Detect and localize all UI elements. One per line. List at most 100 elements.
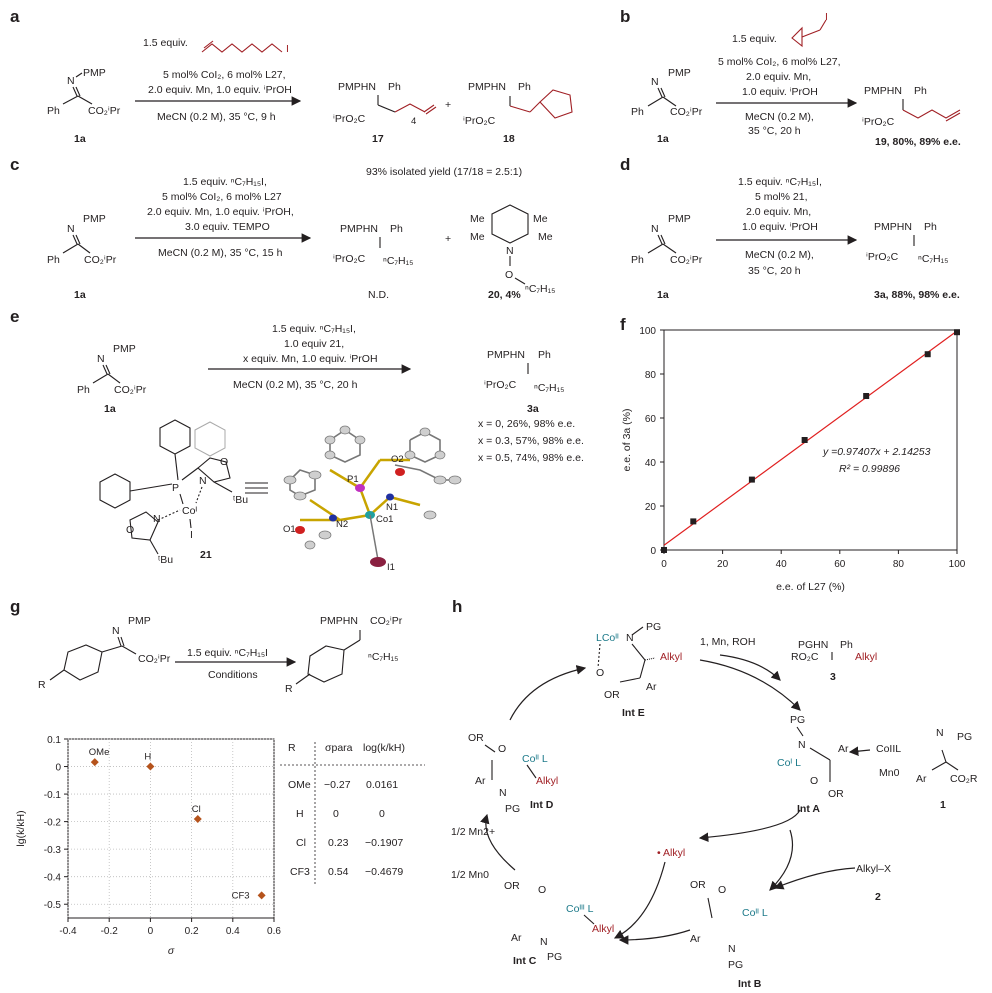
product-18: PMPHN Ph ⁱPrO₂C 18: [463, 81, 573, 145]
svg-text:ᵗBu: ᵗBu: [233, 494, 248, 506]
chart-g-xtick-label: -0.4: [59, 926, 77, 937]
chart-g-point-label: Cl: [192, 804, 201, 815]
chart-f-xtick-label: 40: [776, 559, 788, 570]
svg-text:CO₂ⁱPr: CO₂ⁱPr: [88, 105, 121, 117]
chart-f-ytick-label: 100: [639, 326, 656, 337]
svg-text:PMP: PMP: [668, 213, 691, 225]
svg-text:CO₂ⁱPr: CO₂ⁱPr: [84, 254, 117, 266]
hammett-table: R σpara log(k/kH) OMe −0.27 0.0161 H 0 0…: [280, 742, 425, 884]
chart-f-xlabel: e.e. of L27 (%): [776, 581, 845, 593]
svg-text:Ph: Ph: [631, 106, 644, 118]
chart-g-ytick-label: -0.4: [44, 873, 62, 884]
svg-text:Ar: Ar: [646, 681, 657, 693]
chart-f-ytick-label: 40: [645, 458, 657, 469]
svg-text:Ph: Ph: [538, 349, 551, 361]
chart-g-point: [193, 815, 202, 824]
panel-h: h LCoᴵᴵ N PG Alkyl Ar OR O Int E OR O Co…: [451, 597, 978, 990]
conditions-g: Conditions: [208, 669, 258, 681]
xray-label-n2: N2: [336, 519, 348, 530]
chart-f-point: [690, 518, 697, 525]
label-num3: 3: [830, 671, 836, 683]
svg-text:ⁱPrO₂C: ⁱPrO₂C: [333, 113, 366, 125]
svg-text:N: N: [626, 632, 634, 644]
chart-g-point: [90, 758, 99, 767]
result-e-2: x = 0.5, 74%, 98% e.e.: [478, 452, 584, 464]
int-d: OR O Coᴵᴵ L Alkyl Ar N PG Int D: [468, 732, 558, 815]
chart-g-ytick-label: 0.1: [47, 735, 61, 746]
product-20: N Me Me Me Me O ⁿC₇H₁₅ 20, 4%: [470, 204, 555, 301]
svg-text:Ph: Ph: [914, 85, 927, 97]
chart-f-xtick-label: 80: [893, 559, 905, 570]
result-e-0: x = 0, 26%, 98% e.e.: [478, 418, 575, 430]
svg-text:OR: OR: [504, 880, 520, 892]
chart-f-frame: [663, 329, 958, 551]
panel-label-d: d: [620, 155, 630, 174]
label-int-b: Int B: [738, 978, 762, 990]
chart-g-xtick-label: 0.2: [185, 926, 199, 937]
label-18: 18: [503, 133, 515, 145]
svg-text:CO₂ⁱPr: CO₂ⁱPr: [670, 254, 703, 266]
panel-g: g PMP N CO₂ⁱPr R 1.5 equiv. ⁿC₇H₁₅I Cond…: [10, 597, 425, 957]
label-int-e: Int E: [622, 707, 645, 719]
svg-text:PMP: PMP: [113, 343, 136, 355]
svg-text:Ar: Ar: [475, 775, 486, 787]
label-1a-c: 1a: [74, 289, 86, 301]
panel-label-e: e: [10, 307, 19, 326]
svg-text:PMP: PMP: [83, 213, 106, 225]
svg-text:PMPHN: PMPHN: [338, 81, 376, 93]
conditions-d-0: 1.5 equiv. ⁿC₇H₁₅I,: [738, 176, 822, 188]
reactant-1a-c: PMP N Ph CO₂ⁱPr 1a: [47, 213, 117, 301]
svg-text:OR: OR: [828, 788, 844, 800]
conditions-b-4: MeCN (0.2 M),: [745, 111, 814, 123]
chart-g-point-label: OMe: [89, 747, 110, 758]
label-21: 21: [200, 549, 212, 561]
conditions-e-0: 1.5 equiv. ⁿC₇H₁₅I,: [272, 323, 356, 335]
chart-f-xtick-label: 20: [717, 559, 729, 570]
svg-text:PG: PG: [505, 803, 520, 815]
svg-text:ᵗBu: ᵗBu: [158, 554, 173, 566]
panel-label-f: f: [620, 315, 626, 334]
reactant-1a-d: PMP N Ph CO₂ⁱPr 1a: [631, 213, 703, 301]
chart-f-point: [924, 351, 931, 358]
svg-text:Coᴵᴵ L: Coᴵᴵ L: [522, 753, 548, 765]
product-g: PMPHN CO₂ⁱPr ⁿC₇H₁₅ R: [285, 615, 403, 695]
xray-label-n1: N1: [386, 502, 398, 513]
table-s-1: 0: [333, 808, 339, 820]
svg-text:Ar: Ar: [511, 932, 522, 944]
product-c: PMPHN Ph ⁱPrO₂C ⁿC₇H₁₅ N.D.: [333, 223, 413, 301]
svg-text:PG: PG: [790, 714, 805, 726]
svg-text:ⁿC₇H₁₅: ⁿC₇H₁₅: [368, 651, 398, 663]
svg-text:Alkyl: Alkyl: [660, 651, 682, 663]
product-3: PGHN Ph RO₂C Alkyl 3: [791, 639, 877, 683]
reactant-1a-a: PMP N Ph CO₂ⁱPr 1a: [47, 67, 121, 145]
svg-text:Alkyl: Alkyl: [592, 923, 614, 935]
panel-label-c: c: [10, 155, 19, 174]
svg-text:Coᴵ L: Coᴵ L: [777, 757, 801, 769]
svg-text:PMPHN: PMPHN: [874, 221, 912, 233]
svg-text:PMP: PMP: [83, 67, 106, 79]
label-1a-d: 1a: [657, 289, 669, 301]
conditions-c-1: 5 mol% CoI₂, 6 mol% L27: [162, 191, 282, 203]
label-1a: 1a: [74, 133, 86, 145]
chart-f-point: [863, 393, 870, 399]
svg-text:ⁿC₇H₁₅: ⁿC₇H₁₅: [383, 255, 413, 267]
svg-text:N: N: [112, 625, 120, 637]
chart-g-xtick-label: -0.2: [101, 926, 119, 937]
conditions-e-1: 1.0 equiv 21,: [284, 338, 344, 350]
table-r-1: H: [296, 808, 304, 820]
chart-g-point: [146, 762, 155, 771]
svg-text:N: N: [936, 727, 944, 739]
conditions-c-2: 2.0 equiv. Mn, 1.0 equiv. ⁱPrOH,: [147, 206, 294, 218]
table-s-2: 0.23: [328, 837, 349, 849]
svg-text:LCoᴵᴵ: LCoᴵᴵ: [596, 632, 619, 644]
yield-note-a: 93% isolated yield (17/18 = 2.5:1): [366, 166, 522, 178]
conditions-c-0: 1.5 equiv. ⁿC₇H₁₅I,: [183, 176, 267, 188]
svg-text:ⁿC₇H₁₅: ⁿC₇H₁₅: [534, 382, 564, 394]
svg-text:O: O: [220, 456, 228, 468]
conditions-a-2: MeCN (0.2 M), 35 °C, 9 h: [157, 111, 276, 123]
chart-f-fit-line: [663, 330, 958, 546]
svg-text:CO₂R: CO₂R: [950, 773, 978, 785]
svg-text:PMPHN: PMPHN: [864, 85, 902, 97]
chart-f-ylabel: e.e. of 3a (%): [621, 408, 633, 471]
label-3a-e: 3a: [527, 403, 539, 415]
